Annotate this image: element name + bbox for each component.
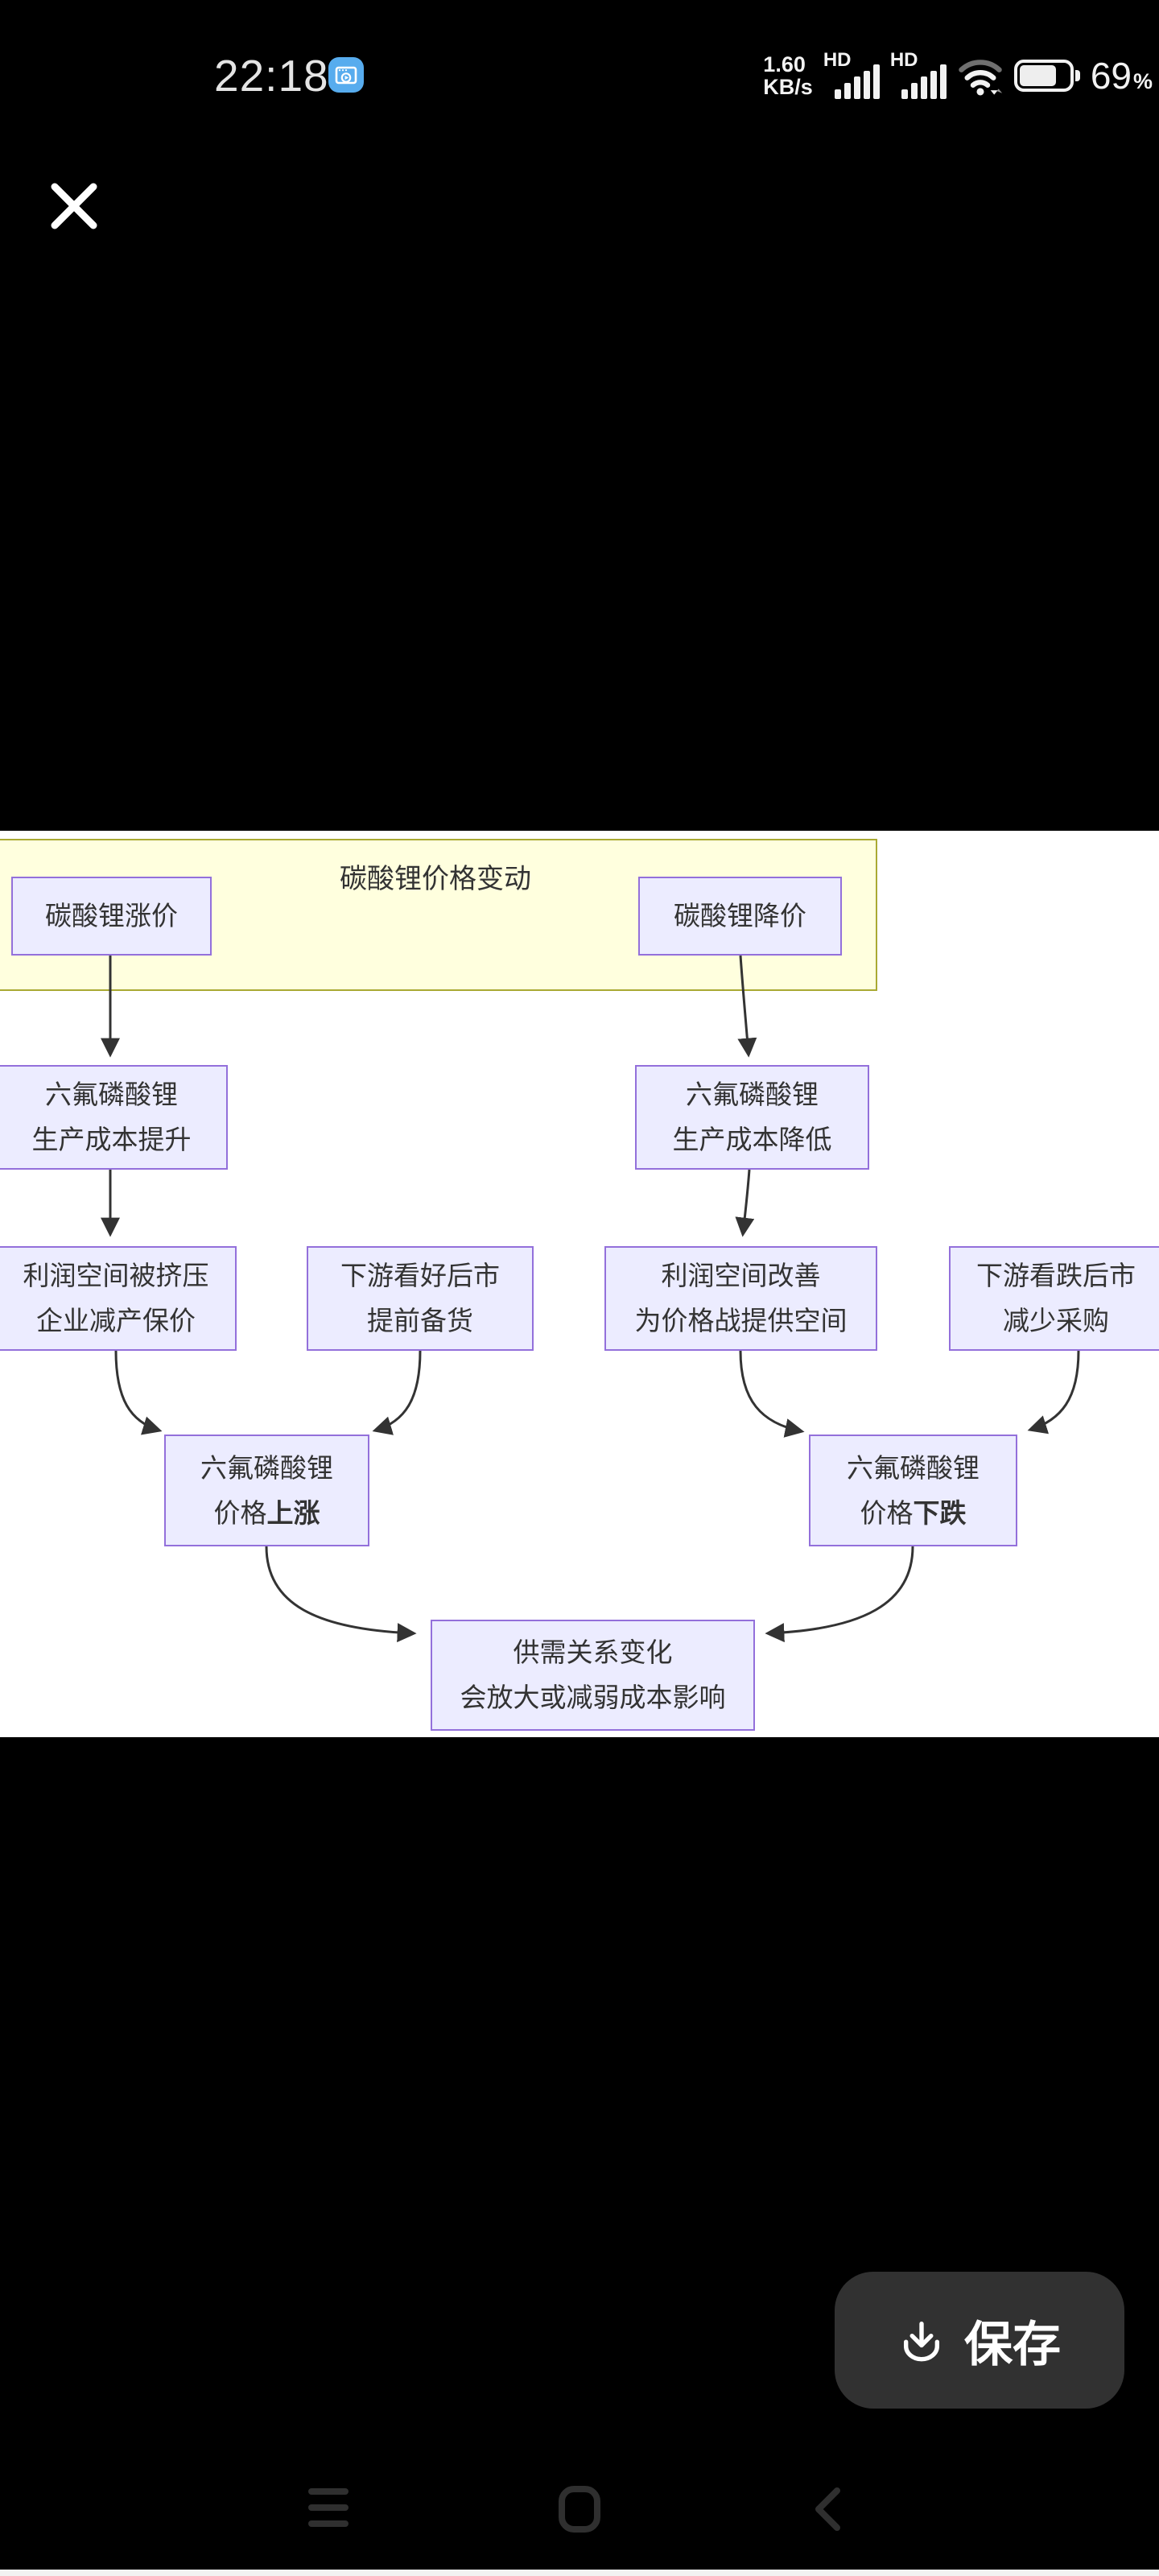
cluster-title: 碳酸锂价格变动 [340,864,531,894]
node-carbonate-price-up: 碳酸锂涨价 [11,877,212,956]
close-icon [51,183,97,229]
download-icon [903,2321,940,2362]
status-time: 22:18 [214,51,329,101]
node-carbonate-price-down: 碳酸锂降价 [638,877,842,956]
network-speed-unit: KB/s [763,75,813,99]
node-margin-squeezed: 利润空间被挤压 企业减产保价 [0,1246,237,1351]
node-lipf6-price-up: 六氟磷酸锂 价格上涨 [164,1435,369,1546]
node-cost-up: 六氟磷酸锂 生产成本提升 [0,1065,228,1170]
screen-record-icon [328,57,364,93]
signal-bars-icon [901,64,947,99]
home-icon [559,2486,600,2533]
node-margin-improved: 利润空间改善 为价格战提供空间 [604,1246,877,1351]
bottom-edge-strip [0,2570,1159,2576]
node-lipf6-price-down: 六氟磷酸锂 价格下跌 [809,1435,1017,1546]
battery-icon [1013,60,1080,92]
flowchart-canvas[interactable]: 碳酸锂价格变动 碳酸锂涨价 碳酸锂降价 六氟磷酸锂 生产成本提升 六氟磷酸锂 生… [0,831,1159,1737]
recents-icon [308,2488,349,2527]
node-supply-demand: 供需关系变化 会放大或减弱成本影响 [431,1620,755,1731]
node-downstream-stock-up: 下游看好后市 提前备货 [307,1246,534,1351]
hd-badge-sim1: HD [823,49,852,71]
signal-bars-icon [834,64,880,99]
back-icon [815,2487,840,2531]
status-right-cluster: 1.60 KB/s HD HD 69 % [763,47,1153,105]
nav-home-button[interactable] [559,2486,600,2533]
nav-back-button[interactable] [811,2486,843,2533]
wifi-icon [959,60,1002,96]
close-button[interactable] [39,171,109,242]
hd-badge-sim2: HD [889,49,918,71]
node-cost-down: 六氟磷酸锂 生产成本降低 [635,1065,869,1170]
save-button[interactable]: 保存 [835,2272,1124,2409]
network-speed: 1.60 KB/s [763,53,813,98]
nav-recents-button[interactable] [308,2488,349,2527]
network-speed-value: 1.60 [763,52,806,76]
save-button-label: 保存 [964,2317,1061,2372]
node-downstream-purchase-less: 下游看跌后市 减少采购 [949,1246,1159,1351]
battery-percent: 69 % [1090,55,1153,97]
signal-sim2: HD [890,51,947,101]
signal-sim1: HD [823,51,880,101]
